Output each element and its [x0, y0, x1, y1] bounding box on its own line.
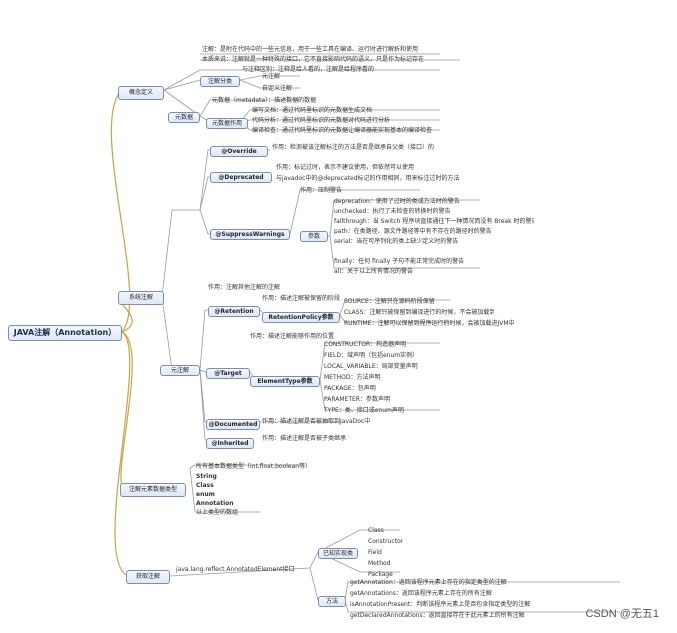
method-0: getAnnotation：返回该程序元素上存在的指定类型的注解: [350, 579, 507, 586]
concept-meta-desc: 元数据（metadata）：描述数据的数据: [212, 97, 317, 104]
branch-reflect: 获取注解: [126, 570, 170, 584]
etype-2: LOCAL_VARIABLE：局部变量声明: [324, 363, 418, 370]
param-6: all：关于以上所有情况的警告: [334, 268, 414, 275]
target-desc: 作用：描述注解能够作用的位置: [250, 333, 335, 340]
param-3: path：在类路径、源文件路径等中有不存在的路径时的警告: [334, 228, 492, 235]
concept-summary: 本质来说：注解就是一种特殊的接口，它不直接影响代码的语义，只是作为标记存在: [202, 56, 425, 63]
etype-5: PARAMETER：参数声明: [324, 396, 390, 403]
param-5: finally：任何 finally 子句不能正常完成时的警告: [334, 258, 465, 265]
deprecated-desc1: 作用：标记过时，表示不建议使用，但依然可以使用: [276, 164, 415, 171]
etype-3: METHOD：方法声明: [324, 374, 381, 381]
impl-1: Constructor: [368, 538, 404, 545]
branch-builtin: 系统注解: [118, 291, 164, 305]
branch-meta-ann: 元注解: [160, 365, 200, 376]
suppress-node: @SuppressWarnings: [210, 229, 290, 240]
concept-note: 与注释区别：注释是给人看的，注解是给程序看的: [242, 66, 375, 73]
documented-desc: 作用：描述注解是否被抽取到JavaDoc中: [262, 418, 371, 425]
type-2: Class: [196, 482, 214, 489]
impl-2: Field: [368, 549, 382, 556]
meta-desc: 作用：注解其他注解的注解: [208, 284, 281, 291]
root-node: JAVA注解（Annotation）: [8, 325, 122, 341]
deprecated-node: @Deprecated: [210, 172, 272, 183]
retention-node: @Retention: [208, 306, 260, 317]
override-node: @Override: [210, 146, 268, 157]
method-1: getAnnotations：返回该程序元素上存在的所有注解: [350, 590, 492, 597]
impl-3: Method: [368, 560, 391, 567]
impl-4: Package: [368, 571, 393, 578]
inherited-node: @Inherited: [206, 438, 254, 449]
concept-kind-1: 自定义注解: [262, 85, 293, 92]
policy-1: CLASS：注解只被保留到编译进行的时候，不会被加载到JVM中: [344, 309, 494, 316]
branch-concept: 概念定义: [118, 86, 164, 100]
etype-0: CONSTRUCTOR：构造器声明: [324, 341, 407, 348]
concept-role-2: 编译检查：通过代码里标识的元数据让编译器能实现基本的编译检查: [252, 127, 433, 134]
suppress-params-label: 参数: [300, 231, 328, 242]
param-1: unchecked：执行了未检查的转换时的警告: [334, 208, 451, 215]
param-2: fallthrough：当 Switch 程序块直接通往下一种情况而没有 Bre…: [334, 218, 534, 225]
type-0: 所有基本数据类型（int,float,boolean等）: [196, 463, 312, 470]
watermark: CSDN @无五1: [585, 608, 659, 620]
concept-def: 注解：是附在代码中的一些元信息，用于一些工具在编译、运行时进行解析和使用: [202, 46, 419, 53]
method-2: isAnnotationPresent：判断该程序元素上是否包含指定类型的注解: [350, 601, 531, 608]
type-1: String: [196, 473, 217, 480]
reflect-impl-label: 已知实现类: [318, 548, 358, 559]
suppress-desc: 作用：压制警告: [300, 187, 343, 194]
reflect-interface: java.lang.reflect.AnnotatedElement接口: [176, 566, 295, 573]
retention-policy-label: RetentionPolicy参数: [262, 312, 340, 323]
documented-node: @Documented: [206, 419, 260, 430]
policy-2: RUNTIME：注解可以保留到程序运行的时候，会被加载进JVM中: [344, 320, 514, 327]
param-0: deprecation：使用了过时的类或方法时的警告: [334, 198, 460, 205]
deprecated-desc2: 与javadoc中的@deprecated标记的作用相同，用来标注过时的方法: [276, 175, 460, 182]
type-5: 以上类型的数组: [196, 509, 239, 516]
concept-role-1: 代码分析：通过代码里标识的元数据对代码进行分析: [252, 117, 391, 124]
override-desc: 作用：检测被该注解标注的方法是否是继承自父类（接口）的: [272, 144, 435, 151]
reflect-methods-label: 方法: [318, 596, 346, 607]
method-3: getDeclaredAnnotations：返回直接存在于此元素上的所有注解: [350, 612, 525, 619]
target-node: @Target: [206, 368, 250, 379]
param-4: serial：当在可序列化的类上缺少定义时的警告: [334, 238, 459, 245]
branch-types: 注解元素数据类型: [120, 483, 186, 497]
concept-role-label: 元数据作用: [206, 118, 248, 129]
concept-kind-label: 注解分类: [200, 76, 240, 87]
impl-0: Class: [368, 527, 384, 534]
concept-meta-label: 元数据: [168, 112, 200, 123]
elementtype-label: ElementType参数: [250, 376, 320, 387]
etype-1: FIELD：域声明（包括enum实例）: [324, 352, 419, 359]
type-4: Annotation: [196, 500, 234, 507]
inherited-desc: 作用：描述注解是否被子类继承: [262, 435, 347, 442]
etype-4: PACKAGE：包声明: [324, 385, 376, 392]
concept-kind-0: 元注解: [262, 73, 281, 80]
concept-role-0: 编写文档：通过代码里标识的元数据生成文档: [252, 107, 373, 114]
policy-0: SOURCE：注解只在源码阶段保留: [344, 298, 435, 305]
retention-desc: 作用：描述注解被保留的阶段: [262, 295, 341, 302]
etype-6: TYPE：类、接口或enum声明: [324, 407, 404, 414]
type-3: enum: [196, 491, 215, 498]
